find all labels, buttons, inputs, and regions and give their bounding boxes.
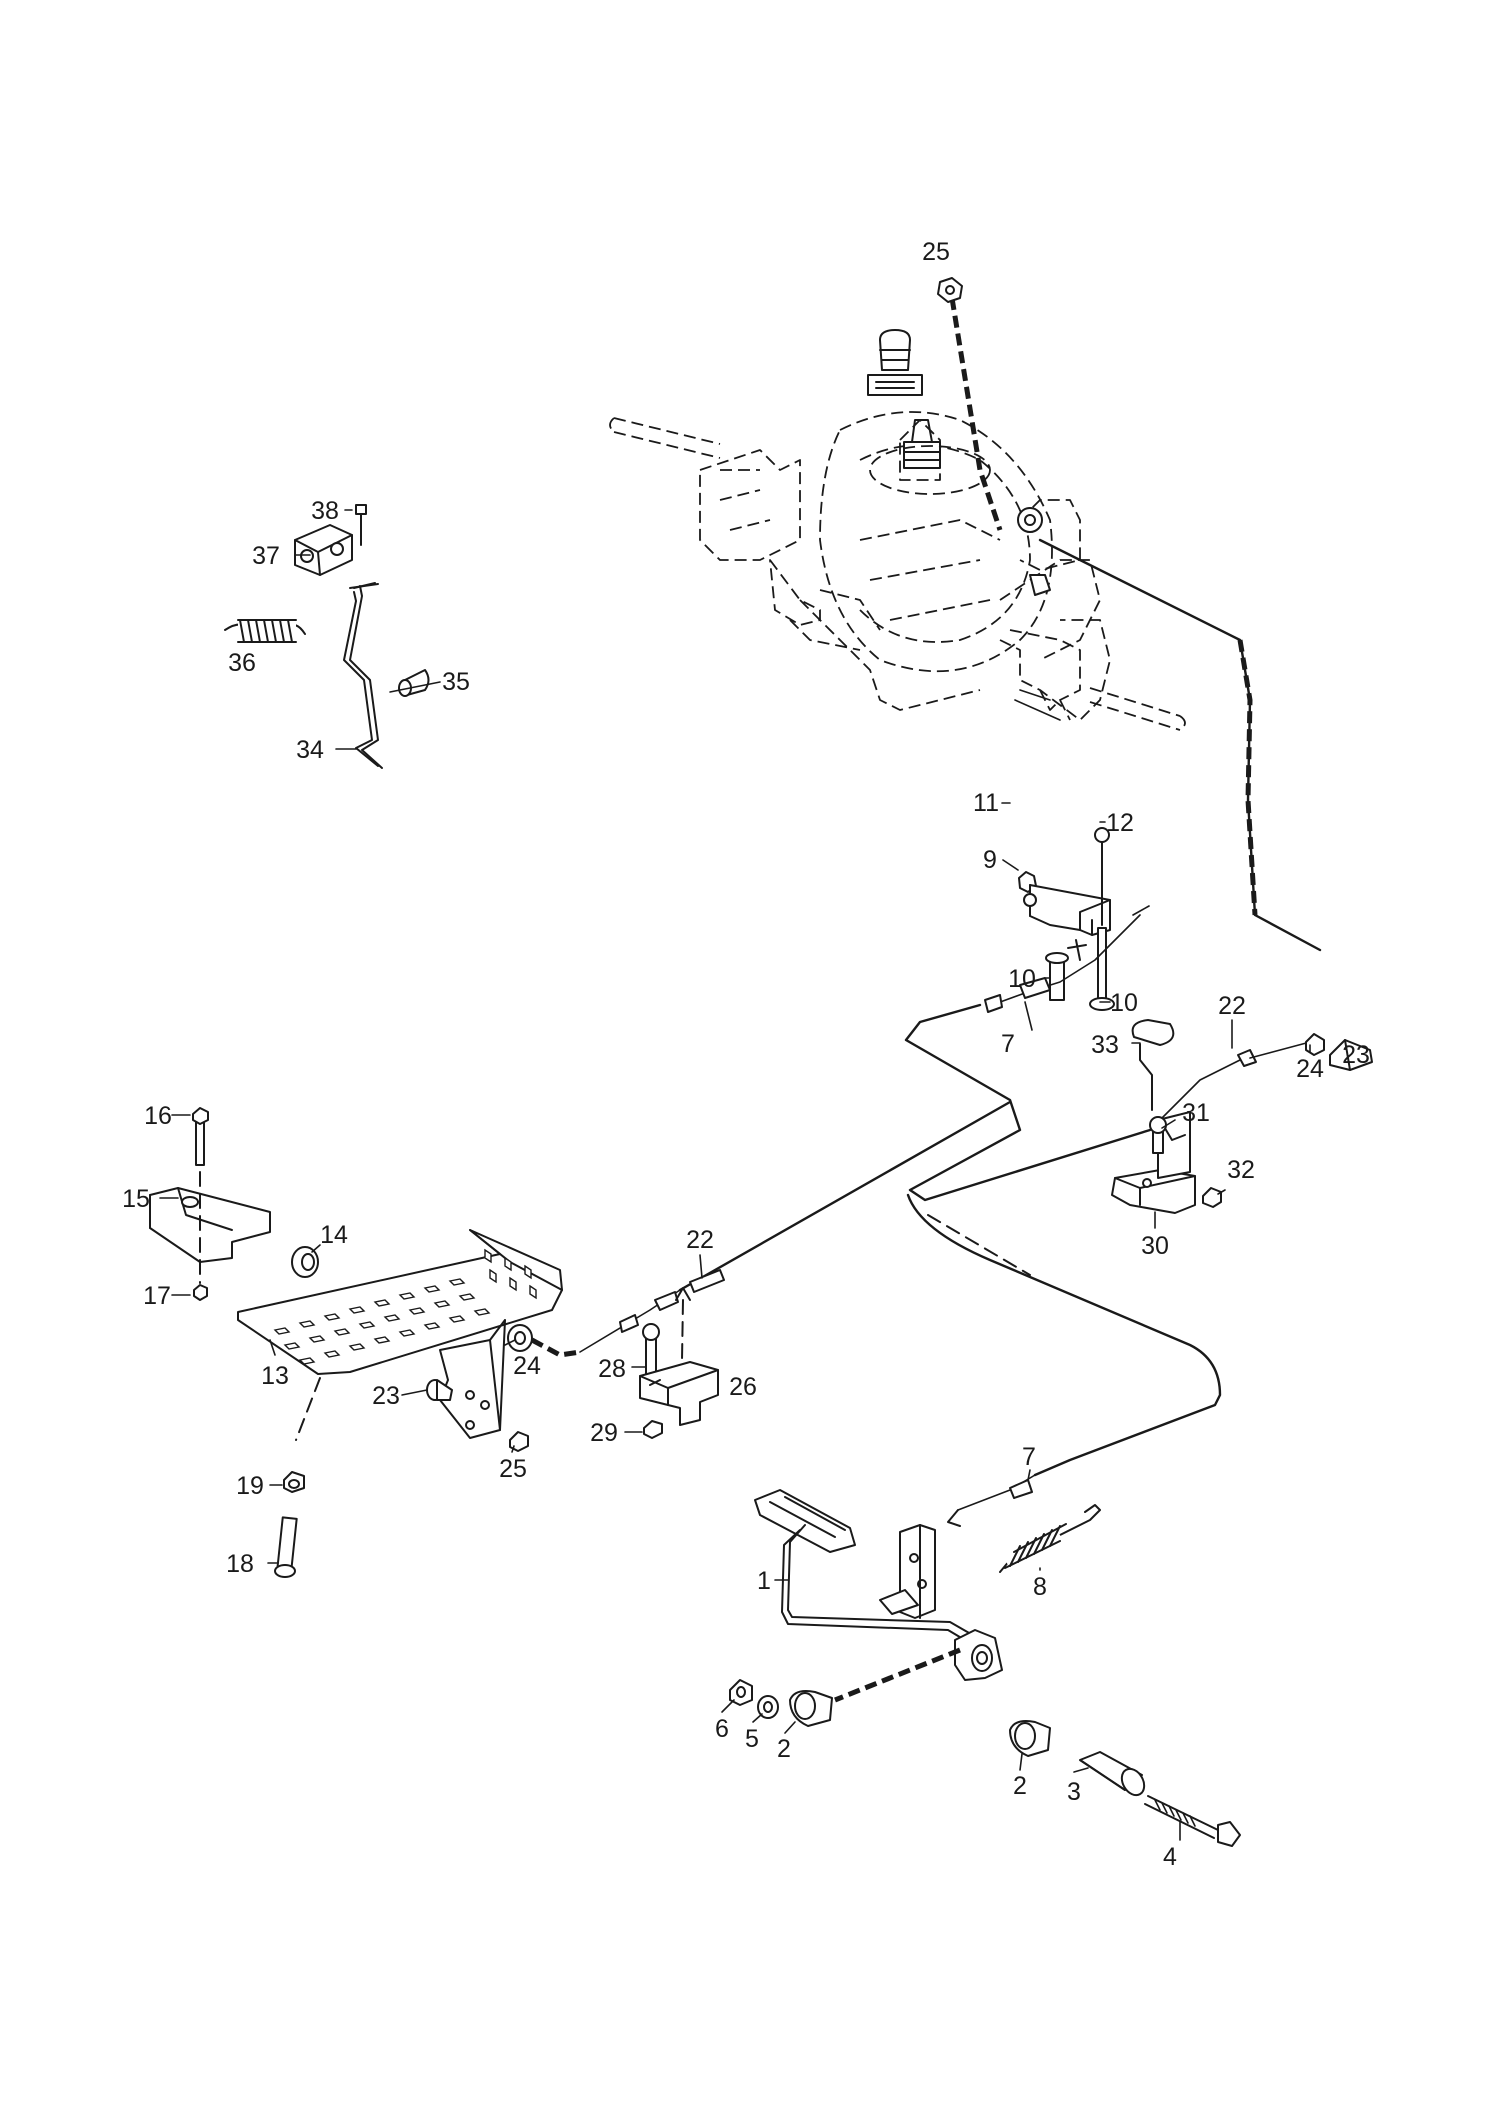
callout-24a: 24 xyxy=(1296,1055,1324,1083)
callout-29: 29 xyxy=(590,1419,618,1447)
shift-rod-group xyxy=(224,504,430,769)
callout-2a: 2 xyxy=(777,1735,791,1763)
callout-14: 14 xyxy=(320,1221,348,1249)
callout-7a: 7 xyxy=(1001,1030,1015,1058)
transaxle-assembly xyxy=(609,329,1186,731)
callout-24b: 24 xyxy=(513,1352,541,1380)
callout-37: 37 xyxy=(252,542,280,570)
cable-lower-run xyxy=(678,1100,1222,1477)
bracket-26-group xyxy=(639,1323,719,1439)
callout-33: 33 xyxy=(1091,1031,1119,1059)
callout-34: 34 xyxy=(296,736,324,764)
callout-2b: 2 xyxy=(1013,1772,1027,1800)
callout-32: 32 xyxy=(1227,1156,1255,1184)
callout-15: 15 xyxy=(122,1185,150,1213)
flange-nut-25a xyxy=(937,277,963,303)
callout-17: 17 xyxy=(143,1282,171,1310)
callout-25a: 25 xyxy=(922,238,950,266)
callout-31: 31 xyxy=(1182,1099,1210,1127)
callout-26: 26 xyxy=(729,1373,757,1401)
callout-8: 8 xyxy=(1033,1573,1047,1601)
callout-3: 3 xyxy=(1067,1778,1081,1806)
callout-38: 38 xyxy=(311,497,339,525)
callout-1: 1 xyxy=(757,1567,771,1595)
footboard-tread-pattern xyxy=(273,1248,537,1365)
callout-28: 28 xyxy=(598,1355,626,1383)
callout-13: 13 xyxy=(261,1362,289,1390)
pivot-hardware xyxy=(729,1679,1241,1847)
callout-35: 35 xyxy=(442,668,470,696)
callout-22a: 22 xyxy=(1218,992,1246,1020)
bracket-15-group xyxy=(149,1107,319,1301)
pedal-lever-1 xyxy=(754,1489,1003,1703)
bolt-18-group xyxy=(274,1471,305,1578)
callout-22b: 22 xyxy=(686,1226,714,1254)
footboard-13 xyxy=(237,1229,581,1452)
bracket-9-group xyxy=(1018,827,1115,1011)
callout-5: 5 xyxy=(745,1725,759,1753)
cable-routing-upper xyxy=(949,297,1322,952)
callout-12: 12 xyxy=(1106,809,1134,837)
callout-23b: 23 xyxy=(372,1382,400,1410)
bracket-30-group xyxy=(1111,1019,1222,1214)
callout-19: 19 xyxy=(236,1472,264,1500)
callout-10a: 10 xyxy=(1008,965,1036,993)
callout-7b: 7 xyxy=(1022,1443,1036,1471)
cable-7a xyxy=(904,905,1152,1202)
cable-7b-end xyxy=(947,1474,1101,1578)
leader-lines xyxy=(159,509,1311,1841)
callout-10b: 10 xyxy=(1110,989,1138,1017)
callout-23a: 23 xyxy=(1342,1041,1370,1069)
callout-36: 36 xyxy=(228,649,256,677)
callout-9: 9 xyxy=(983,846,997,874)
callout-18: 18 xyxy=(226,1550,254,1578)
callout-25b: 25 xyxy=(499,1455,527,1483)
callout-4: 4 xyxy=(1163,1843,1177,1871)
cable-22b xyxy=(579,1269,725,1361)
callout-labels: 25 38 37 36 35 34 11 12 9 10 10 7 22 24 … xyxy=(122,238,1370,1871)
callout-6: 6 xyxy=(715,1715,729,1743)
callout-16: 16 xyxy=(144,1102,172,1130)
callout-11: 11 xyxy=(973,789,999,817)
callout-30: 30 xyxy=(1141,1232,1169,1260)
